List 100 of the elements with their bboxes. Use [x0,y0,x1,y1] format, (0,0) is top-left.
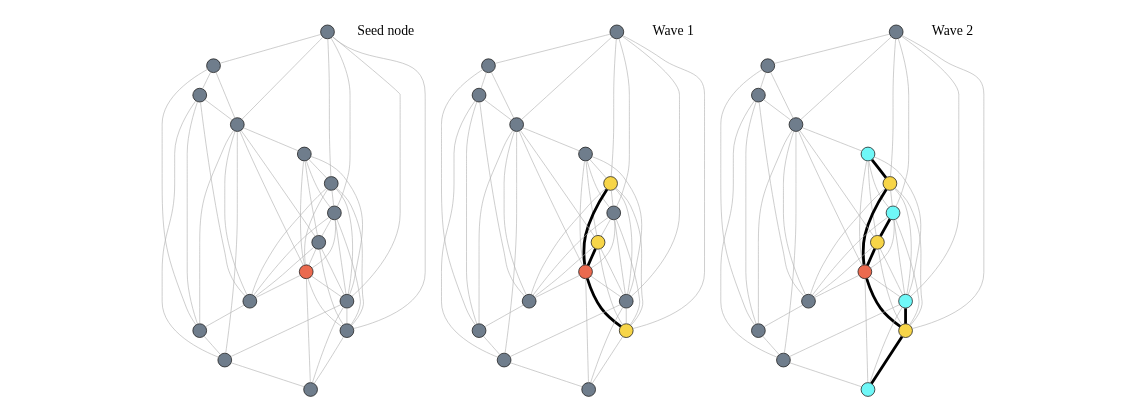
connector [254,247,314,297]
connector [877,248,902,325]
connector [584,278,589,383]
connector [479,101,525,297]
connector [223,130,247,296]
connector [311,306,344,384]
node-circle [339,293,354,309]
connector [759,72,766,89]
connector [219,34,321,64]
connector [869,307,902,384]
connector [252,217,329,296]
node-circle [242,293,257,309]
connector [625,308,627,324]
connector [873,156,921,296]
connector [585,278,622,328]
node-circle [605,205,621,221]
connector [788,362,862,388]
connector [758,101,804,297]
node-circle [339,323,354,338]
node-circle [788,117,803,132]
connector [198,130,234,324]
connector [320,248,344,296]
connector [255,275,300,298]
node-circle [775,352,791,368]
connector [889,38,896,177]
connector [861,188,887,265]
connector [900,35,959,297]
node-circle [496,352,511,368]
node-circle [205,58,221,73]
connector [242,127,298,152]
connector [482,335,500,355]
connector [591,156,642,296]
connector [327,38,331,177]
connector [230,362,304,388]
node-circle [298,264,313,279]
connector [889,190,893,207]
connector [307,248,316,266]
connector [864,278,868,383]
node-circle [618,323,633,338]
connector [865,248,876,266]
connector [598,248,623,325]
connector [490,71,514,119]
connector [745,101,756,325]
connector [615,187,643,326]
connector [591,336,623,384]
node-circle [750,87,766,103]
connector [533,247,593,297]
node-circle [590,235,605,250]
node-circle [577,264,593,279]
connector [204,304,244,327]
connector [334,219,346,295]
connector [518,130,583,266]
connector [901,35,984,329]
connector [895,38,909,207]
connector [782,130,806,296]
node-circle [602,176,618,191]
connector [201,71,211,90]
connector [615,38,630,207]
connector [305,160,331,208]
node-circle [882,176,897,191]
label: Wave 2 [931,23,973,39]
node-circle [577,146,593,162]
node-circle [480,58,496,73]
connector [879,248,903,296]
connector [621,35,680,297]
connector [310,156,363,296]
connector [532,217,609,296]
connector [440,100,498,358]
connector [483,99,512,121]
connector [799,36,892,120]
connector [224,131,238,354]
connector [600,248,624,296]
connector [318,248,344,325]
connector [720,100,777,358]
node-circle [885,205,900,221]
connector [509,304,620,357]
node-circle [869,235,885,250]
connector [809,188,885,295]
connector [509,362,583,388]
node-circle [326,205,342,221]
node-circle [471,87,486,103]
connector [762,99,791,121]
connector [610,190,613,207]
connector [313,336,344,384]
node-circle [521,293,536,309]
connector [783,131,796,354]
connector [613,219,626,295]
connector [589,159,607,179]
connector [811,217,888,296]
connector [798,130,874,237]
connector [522,127,580,152]
connector [230,304,341,357]
connector [788,304,900,357]
connector [331,36,400,297]
connector [331,190,334,207]
node-circle [296,146,312,162]
connector [494,33,611,64]
connector [586,248,597,266]
connector [589,307,623,384]
connector [903,308,907,324]
